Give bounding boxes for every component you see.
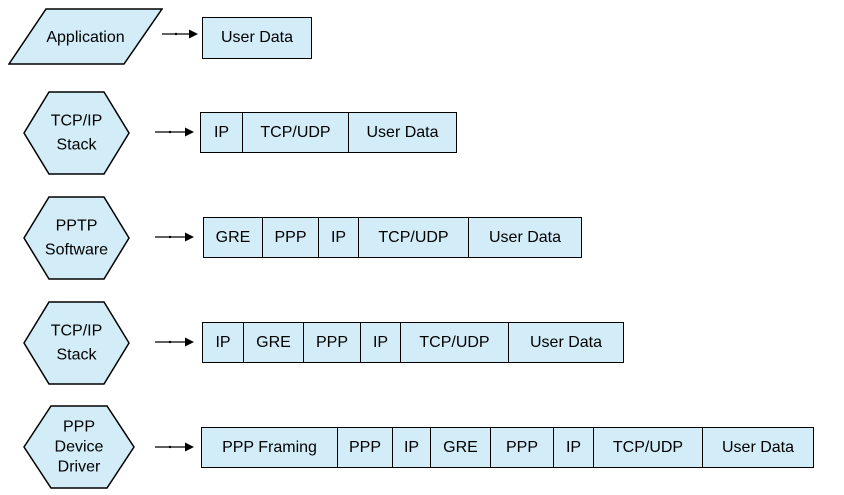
packet-segment-gre: GRE <box>243 322 304 363</box>
packet-row-tcpip-stack: IP TCP/UDP User Data <box>200 112 457 153</box>
hexagon-shape <box>23 91 130 175</box>
flow-arrow-icon <box>155 442 194 452</box>
packet-segment-ip: IP <box>202 322 244 363</box>
application-label: Application <box>46 29 124 46</box>
pptp-software-label-line1: PPTP <box>56 218 98 235</box>
packet-segment-ip: IP <box>553 427 594 468</box>
packet-segment-user-data: User Data <box>348 112 457 153</box>
parallelogram-shape <box>8 8 163 65</box>
packet-row-tcpip-stack-2: IP GRE PPP IP TCP/UDP User Data <box>202 322 624 363</box>
pptp-software-hexagon: PPTP Software <box>23 196 130 280</box>
ppp-device-driver-label-line3: Driver <box>58 459 101 476</box>
ppp-device-driver-label-line2: Device <box>55 439 104 456</box>
packet-row-ppp-device-driver: PPP Framing PPP IP GRE PPP IP TCP/UDP Us… <box>201 427 814 468</box>
packet-segment-ppp: PPP <box>337 427 393 468</box>
tcpip-stack-label-line2: Stack <box>56 137 97 154</box>
hexagon-shape <box>23 196 130 280</box>
flow-arrow-icon <box>155 127 194 137</box>
hexagon-shape <box>23 405 135 489</box>
packet-segment-user-data: User Data <box>202 17 312 59</box>
pptp-software-label-line2: Software <box>45 242 108 259</box>
packet-segment-ip: IP <box>318 217 359 258</box>
packet-segment-user-data: User Data <box>468 217 582 258</box>
packet-segment-ppp: PPP <box>490 427 554 468</box>
packet-segment-ip: IP <box>200 112 243 153</box>
packet-segment-ip: IP <box>392 427 431 468</box>
packet-segment-ip: IP <box>360 322 401 363</box>
packet-segment-ppp: PPP <box>303 322 361 363</box>
packet-segment-user-data: User Data <box>702 427 814 468</box>
flow-arrow-icon <box>162 29 198 39</box>
packet-segment-gre: GRE <box>430 427 491 468</box>
packet-row-application: User Data <box>202 17 312 59</box>
tcpip-stack-hexagon-2: TCP/IP Stack <box>23 301 130 385</box>
packet-row-pptp-software: GRE PPP IP TCP/UDP User Data <box>203 217 582 258</box>
packet-segment-user-data: User Data <box>508 322 624 363</box>
packet-segment-tcp-udp: TCP/UDP <box>593 427 703 468</box>
packet-segment-ppp: PPP <box>262 217 319 258</box>
packet-segment-tcp-udp: TCP/UDP <box>242 112 349 153</box>
tcpip-stack-label-line1: TCP/IP <box>51 113 103 130</box>
tcpip-stack2-label-line1: TCP/IP <box>51 323 103 340</box>
packet-segment-gre: GRE <box>203 217 263 258</box>
flow-arrow-icon <box>155 232 194 242</box>
ppp-device-driver-hexagon: PPP Device Driver <box>23 405 135 489</box>
ppp-device-driver-label-line1: PPP <box>63 419 95 436</box>
flow-arrow-icon <box>155 337 194 347</box>
hexagon-shape <box>23 301 130 385</box>
application-parallelogram: Application <box>8 8 163 65</box>
packet-segment-ppp-framing: PPP Framing <box>201 427 338 468</box>
packet-segment-tcp-udp: TCP/UDP <box>400 322 509 363</box>
tcpip-stack-hexagon: TCP/IP Stack <box>23 91 130 175</box>
tcpip-stack2-label-line2: Stack <box>56 347 97 364</box>
packet-segment-tcp-udp: TCP/UDP <box>358 217 469 258</box>
